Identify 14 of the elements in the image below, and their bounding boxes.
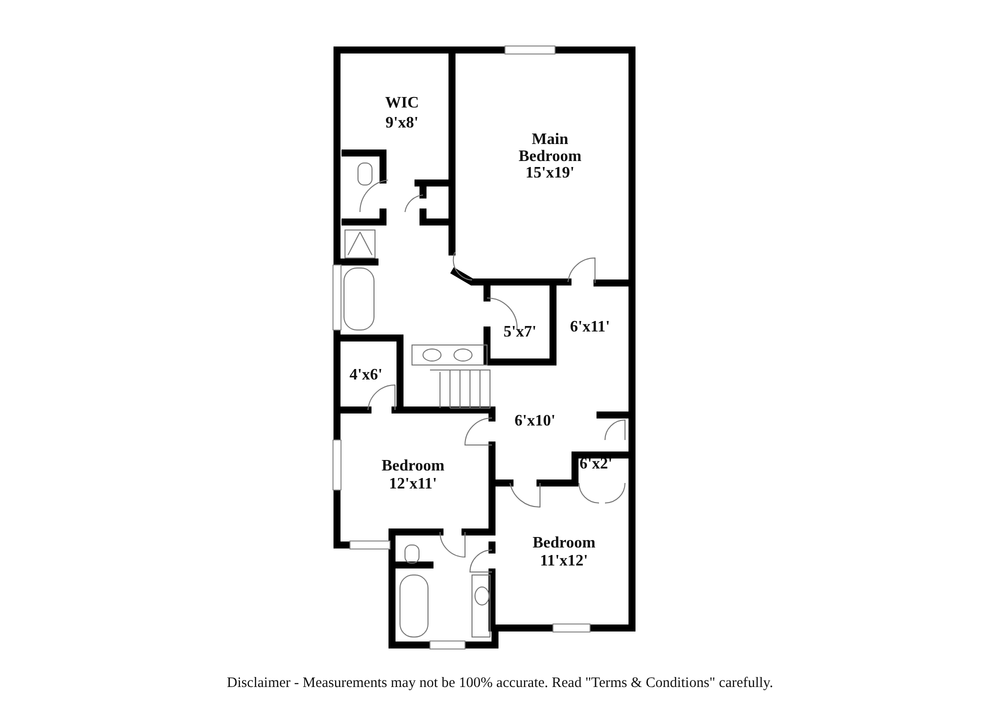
room-dimensions: 6'x10' — [514, 412, 556, 430]
disclaimer-text: Disclaimer - Measurements may not be 100% accurate. Read "Terms & Conditions" carefully. — [226, 675, 774, 692]
room-name: Bedroom — [532, 534, 596, 552]
room-dimensions: 12'x11' — [389, 476, 437, 492]
room-dimensions: 15'x19' — [526, 164, 574, 182]
room-dimensions: 4'x6' — [350, 366, 382, 384]
room-dimensions: 11'x12' — [540, 552, 588, 570]
room-dimensions: 5'x7' — [504, 324, 536, 340]
room-name: Main Bedroom — [518, 131, 582, 165]
room-name: Bedroom — [382, 458, 444, 474]
room-name: WIC — [385, 94, 419, 112]
room-dimensions: 6'x2' — [580, 456, 612, 472]
room-dimensions: 9'x8' — [386, 114, 418, 132]
room-dimensions: 6'x11' — [570, 318, 610, 336]
